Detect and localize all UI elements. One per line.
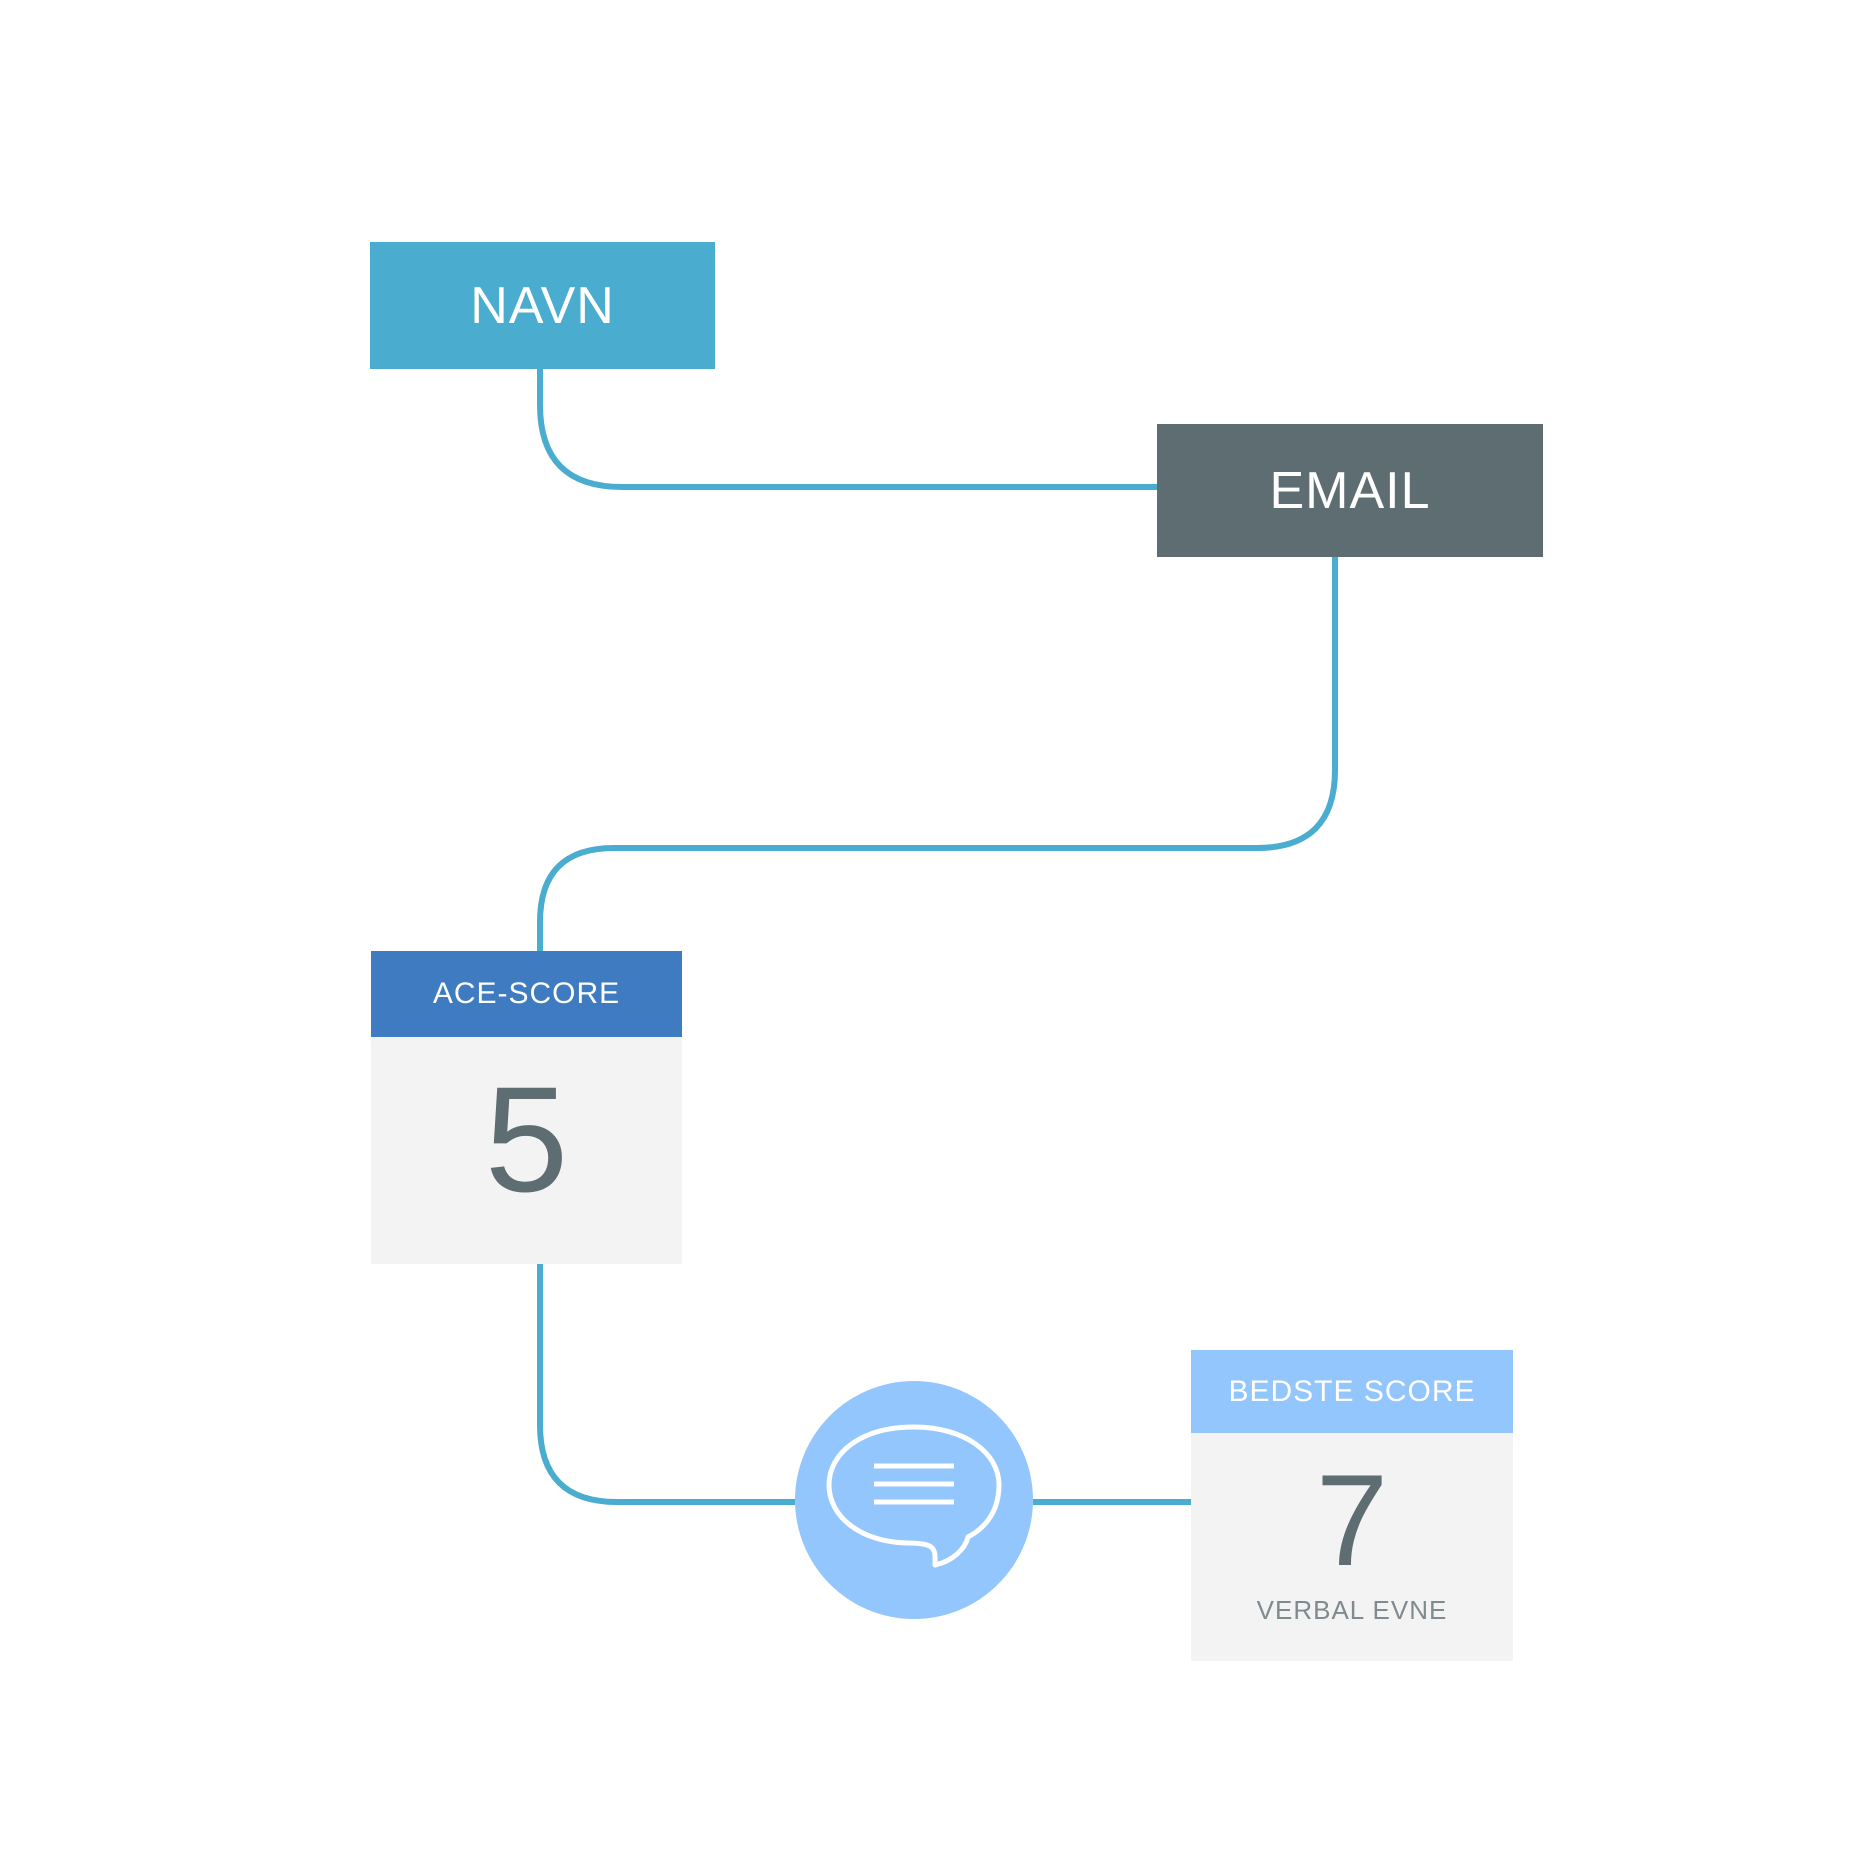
email-node-label: EMAIL: [1269, 461, 1431, 520]
email-node[interactable]: EMAIL: [1157, 424, 1543, 557]
name-node-label: NAVN: [470, 276, 615, 335]
best-score-card[interactable]: BEDSTE SCORE 7 VERBAL EVNE: [1191, 1350, 1513, 1661]
best-score-label: BEDSTE SCORE: [1228, 1374, 1476, 1408]
chat-node[interactable]: [795, 1381, 1033, 1619]
ace-score-header: ACE-SCORE: [371, 951, 682, 1037]
best-score-caption: VERBAL EVNE: [1256, 1595, 1448, 1625]
best-score-value: 7: [1315, 1447, 1389, 1593]
connector-name-to-email: [537, 369, 1157, 490]
connector-email-to-ace-score: [537, 557, 1338, 951]
connector-ace-score-to-chat: [537, 1264, 795, 1505]
ace-score-value: 5: [484, 1055, 569, 1223]
ace-score-label: ACE-SCORE: [432, 977, 621, 1010]
ace-score-card[interactable]: ACE-SCORE 5: [371, 951, 682, 1264]
name-node[interactable]: NAVN: [370, 242, 715, 369]
best-score-header: BEDSTE SCORE: [1191, 1350, 1513, 1433]
speech-bubble-icon: [826, 1424, 1002, 1568]
